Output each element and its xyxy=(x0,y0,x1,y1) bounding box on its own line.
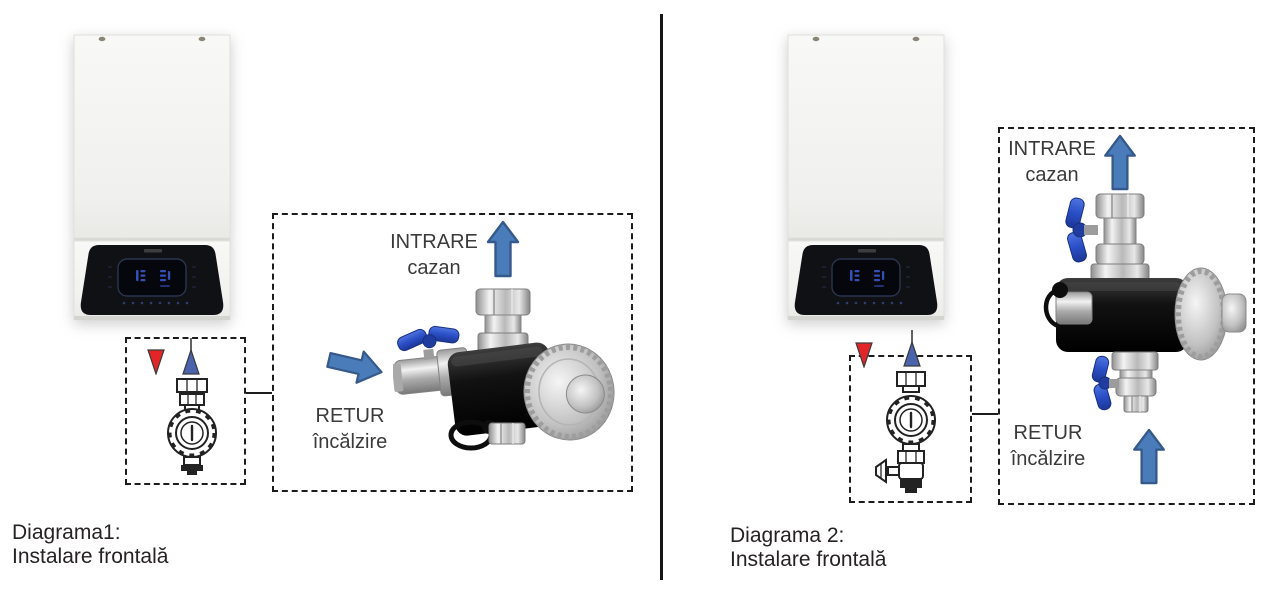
drain-cable-loop xyxy=(1043,287,1060,329)
butterfly-handle-icon xyxy=(397,325,460,352)
filter-install-box xyxy=(272,213,633,492)
right-arrow-icon xyxy=(326,350,383,384)
supply-flow-blue-icon xyxy=(182,338,200,375)
inlet-label: INTRARE cazan xyxy=(1000,136,1104,188)
check-valve-schematic-icon xyxy=(167,378,217,475)
inlet-label-line2: cazan xyxy=(407,257,461,279)
up-arrow-icon xyxy=(1133,428,1165,485)
return-label-line1: RETUR xyxy=(315,405,385,427)
return-label-line1: RETUR xyxy=(1013,422,1083,444)
magnetic-filter-photo xyxy=(1043,193,1247,413)
return-label-line2: încălzire xyxy=(312,431,388,453)
screw-icon xyxy=(198,36,206,42)
display-digits xyxy=(850,270,885,287)
screw-icon xyxy=(912,36,920,42)
diagram-caption: Diagrama 2: Instalare frontală xyxy=(730,524,886,572)
caption-line2: Instalare frontală xyxy=(730,548,887,571)
boiler-display xyxy=(831,258,901,297)
inlet-label-line2: cazan xyxy=(1025,164,1079,186)
boiler-image xyxy=(787,34,945,320)
display-dot-row xyxy=(836,301,903,305)
valve-detail-box xyxy=(125,337,246,485)
caption-line2: Instalare frontală xyxy=(12,545,169,568)
return-flow-red-icon xyxy=(855,342,873,368)
inlet-label-line1: INTRARE xyxy=(1008,138,1096,160)
magnetic-filter-photo xyxy=(393,288,615,451)
caption-line1: Diagrama 2: xyxy=(730,524,845,547)
brand-mark xyxy=(144,249,162,253)
up-arrow-icon xyxy=(1104,134,1136,191)
up-arrow-icon xyxy=(486,220,520,278)
display-digits xyxy=(136,270,171,287)
check-valve-schematic-icon xyxy=(875,371,936,493)
return-label: RETUR încălzire xyxy=(300,403,400,455)
diagram-caption: Diagrama1: Instalare frontală xyxy=(12,521,168,569)
screw-icon xyxy=(812,36,820,42)
return-label: RETUR încălzire xyxy=(998,420,1098,472)
inlet-label-line1: INTRARE xyxy=(390,231,478,253)
supply-flow-blue-icon xyxy=(903,330,921,367)
display-dot-row xyxy=(122,301,189,305)
screw-icon xyxy=(98,36,106,42)
return-flow-red-icon xyxy=(147,349,165,375)
connector-line xyxy=(246,392,272,394)
connector-line xyxy=(972,413,998,415)
inlet-label: INTRARE cazan xyxy=(384,229,484,281)
boiler-display xyxy=(117,258,187,297)
vertical-divider xyxy=(660,14,663,580)
filter-install-box xyxy=(998,127,1255,505)
butterfly-handle-icon xyxy=(1091,355,1119,411)
caption-line1: Diagrama1: xyxy=(12,521,121,544)
brand-mark xyxy=(858,249,876,253)
boiler-image xyxy=(73,34,231,320)
display-side-marks xyxy=(108,266,196,288)
butterfly-handle-icon xyxy=(1065,197,1098,263)
return-label-line2: încălzire xyxy=(1010,448,1086,470)
display-side-marks xyxy=(822,266,910,288)
